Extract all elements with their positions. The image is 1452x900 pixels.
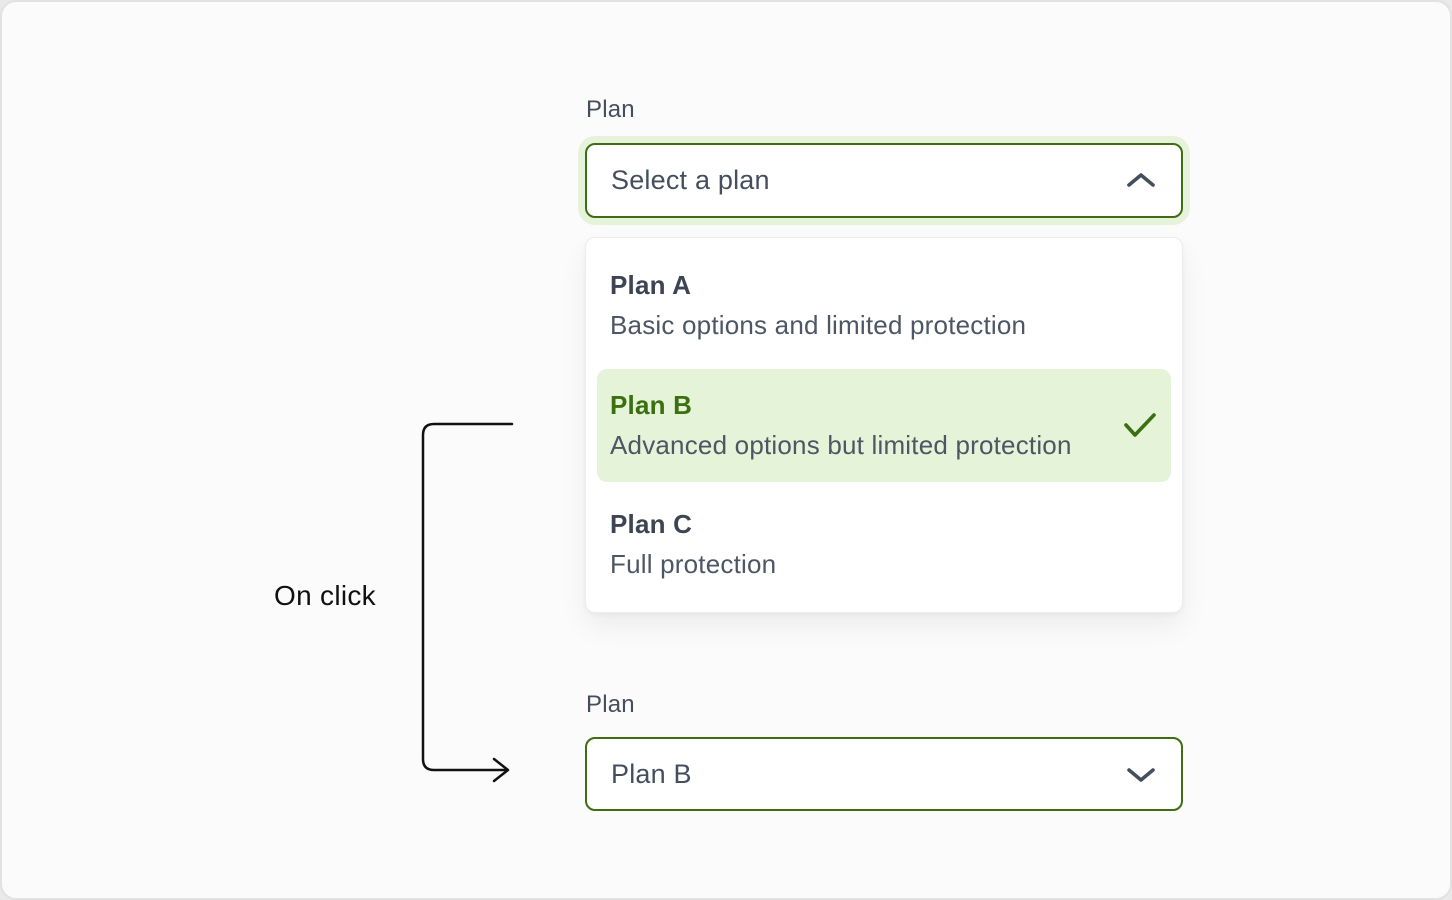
option-texts: Plan C Full protection [610, 508, 776, 581]
option-title: Plan A [610, 270, 692, 300]
select-selected-value: Plan B [611, 758, 692, 789]
plan-select-trigger-closed[interactable]: Plan B [585, 737, 1183, 811]
chevron-down-icon [1127, 768, 1155, 782]
on-click-annotation-label: On click [274, 580, 376, 611]
option-title: Plan B [610, 389, 693, 420]
plan-field-label-open-state: Plan [586, 96, 635, 123]
on-click-flow-arrow [421, 422, 514, 783]
check-icon [1124, 413, 1156, 437]
dropdown-option-plan-b-selected[interactable]: Plan B Advanced options but limited prot… [597, 368, 1171, 482]
option-title: Plan C [610, 509, 693, 539]
plan-field-label-closed-state: Plan [586, 691, 635, 718]
option-description: Advanced options but limited protection [610, 429, 1072, 460]
select-placeholder-value: Select a plan [611, 165, 770, 195]
option-texts: Plan A Basic options and limited protect… [610, 269, 1026, 342]
option-texts: Plan B Advanced options but limited prot… [610, 389, 1072, 462]
dropdown-option-plan-a[interactable]: Plan A Basic options and limited protect… [597, 249, 1171, 362]
dropdown-option-plan-c[interactable]: Plan C Full protection [597, 488, 1171, 601]
chevron-up-icon [1127, 172, 1155, 187]
plan-select-trigger-open[interactable]: Select a plan [585, 143, 1183, 218]
plan-dropdown-menu: Plan A Basic options and limited protect… [585, 237, 1183, 613]
option-description: Basic options and limited protection [610, 310, 1027, 340]
option-description: Full protection [610, 549, 777, 579]
